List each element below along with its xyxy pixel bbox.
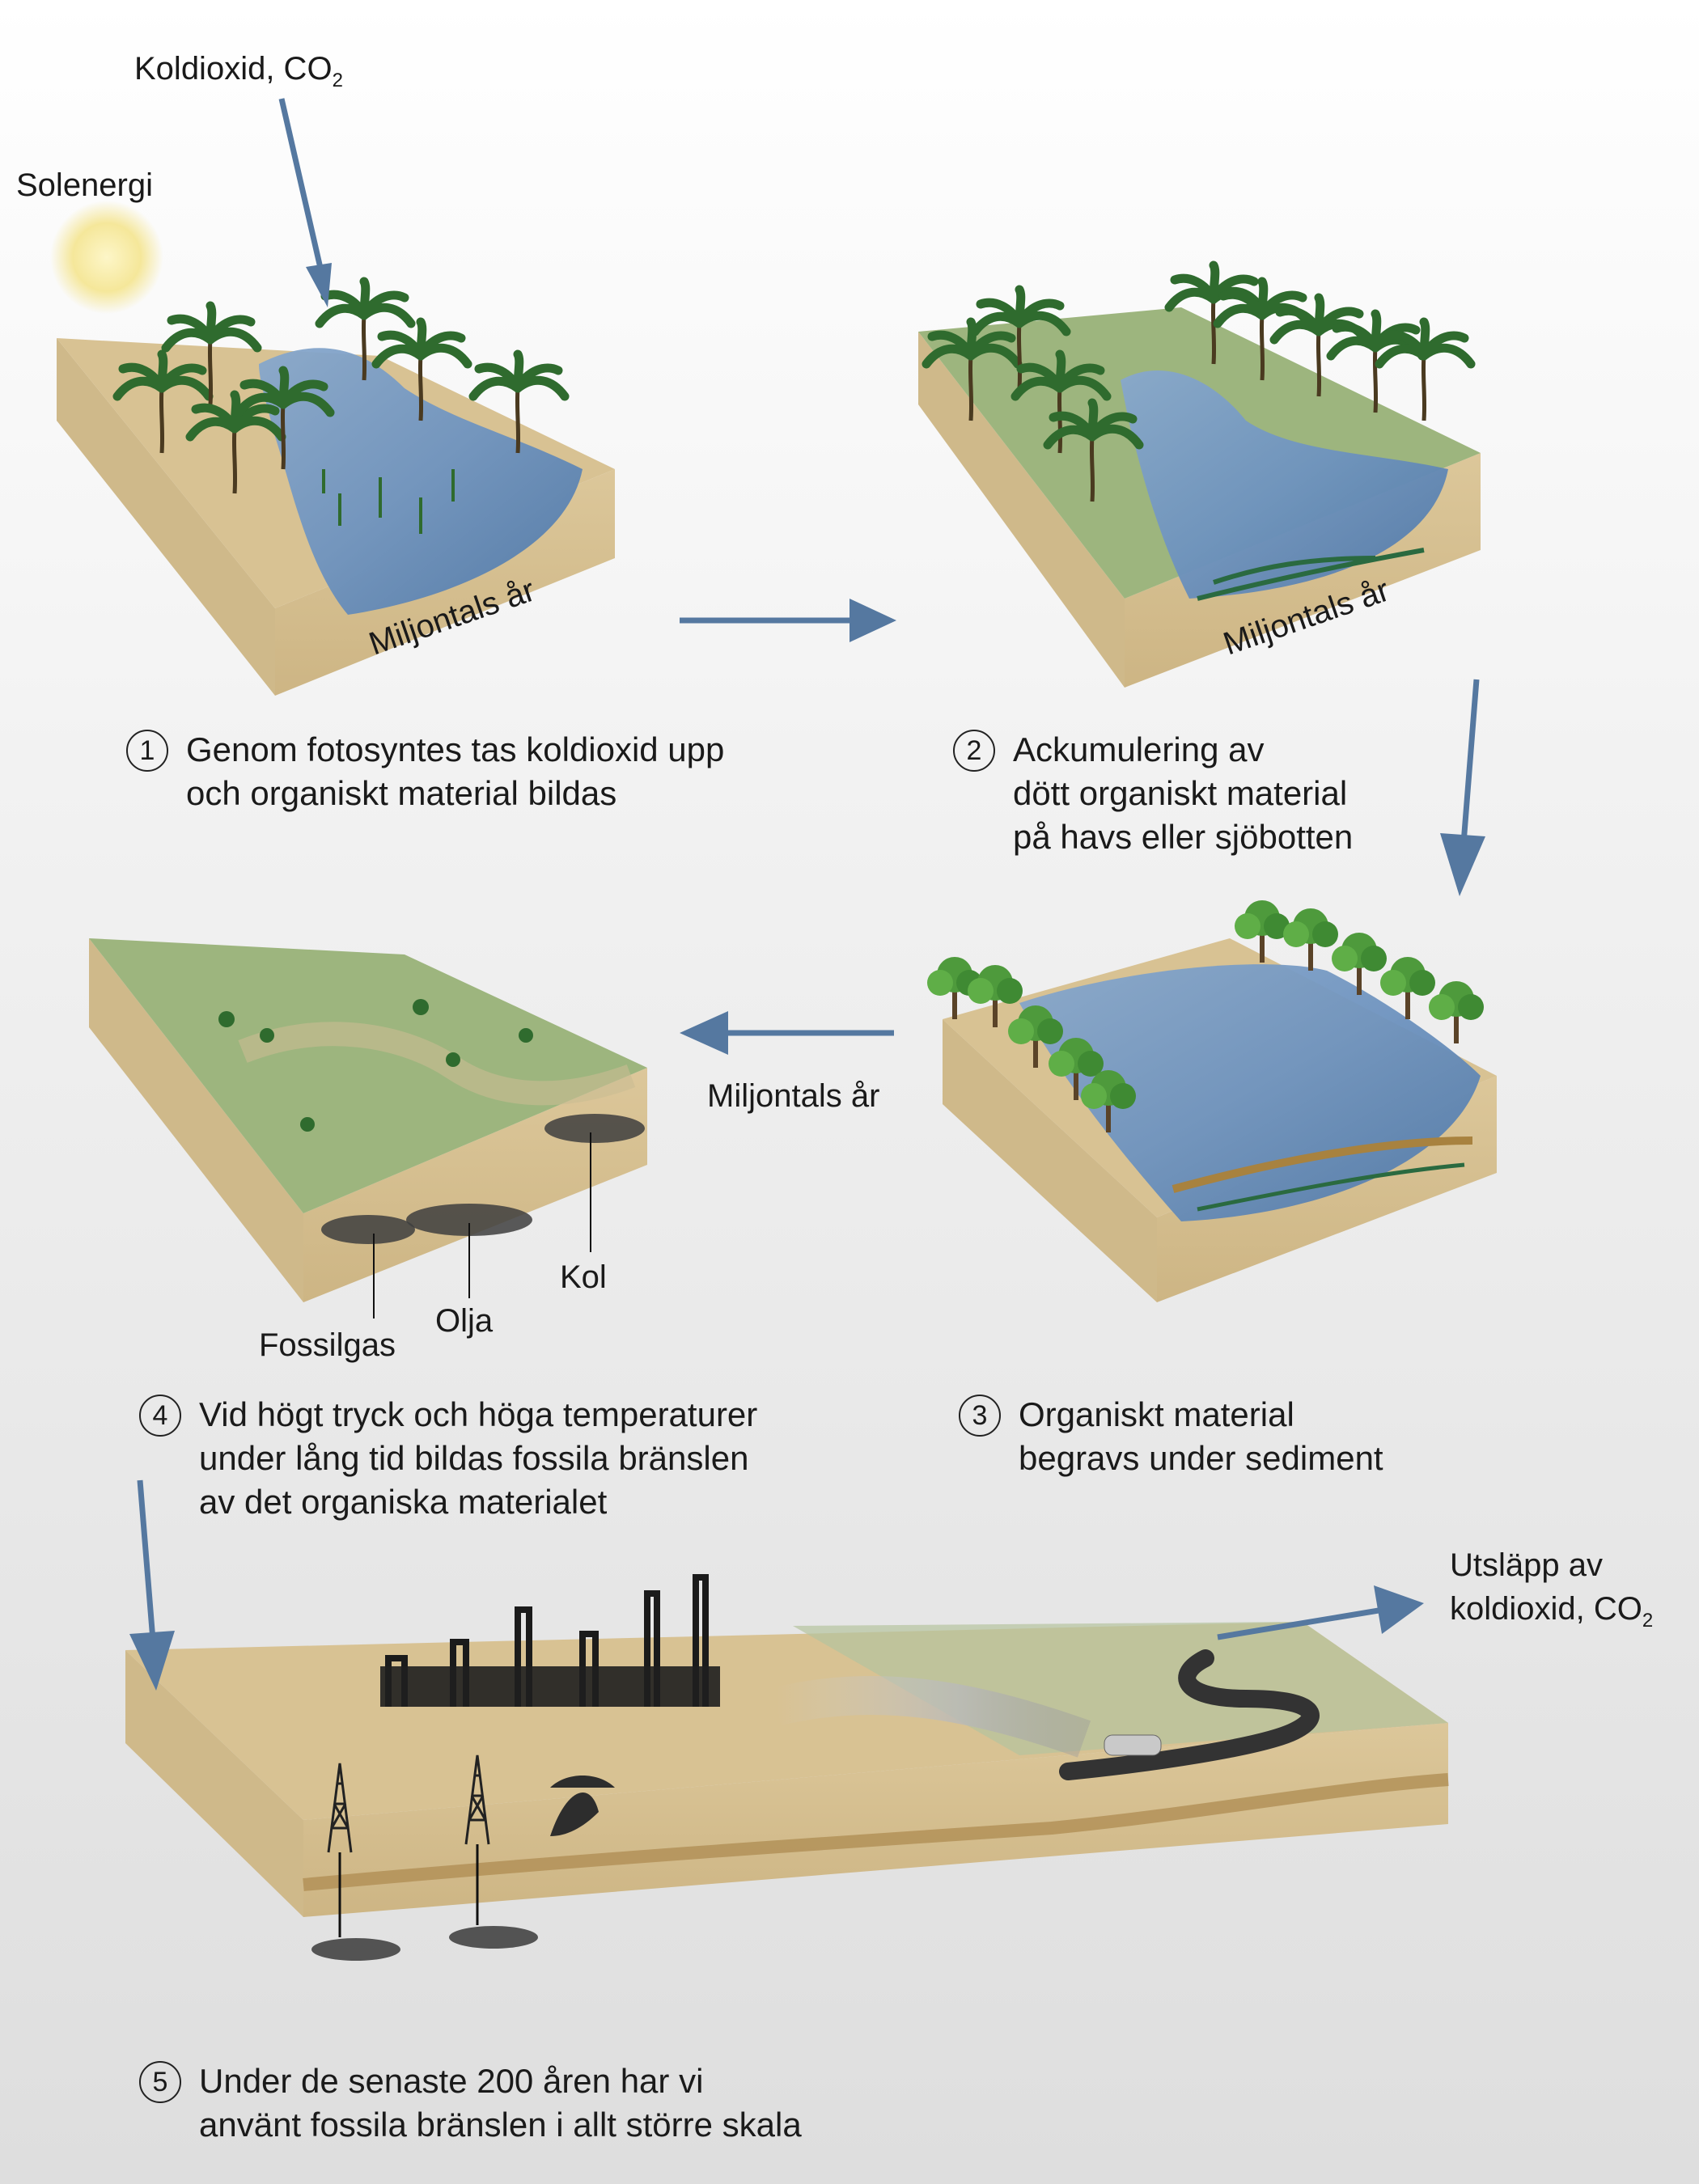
- step-number: 5: [139, 2061, 181, 2103]
- step-line: Organiskt material: [1019, 1395, 1294, 1433]
- arrow-step4-to-step5: [129, 1479, 175, 1691]
- step-number: 2: [953, 730, 995, 772]
- arrow-step1-to-step2: [680, 599, 896, 642]
- step-line: Ackumulering av: [1013, 730, 1265, 768]
- gas-deposit: [321, 1215, 415, 1244]
- block-4-illustration: [89, 938, 647, 1318]
- kol-label: Kol: [560, 1259, 607, 1295]
- block-1-illustration: [57, 281, 615, 696]
- step-2-caption: 2 Ackumulering av dött organiskt materia…: [953, 728, 1353, 859]
- step-line: av det organiska materialet: [199, 1483, 608, 1521]
- arrow-step3-to-step4: [680, 1011, 894, 1055]
- co2-in-main: Koldioxid, CO: [134, 51, 333, 87]
- step-line: Vid högt tryck och höga temperaturer: [199, 1395, 758, 1433]
- block-2-illustration: [918, 265, 1481, 688]
- arrow-co2-in: [278, 98, 332, 307]
- arrow-co2-out: [1217, 1585, 1424, 1640]
- block-3-illustration: [927, 900, 1497, 1302]
- step-number: 3: [959, 1395, 1001, 1437]
- step-number: 1: [126, 730, 168, 772]
- step-line: Under de senaste 200 åren har vi: [199, 2062, 704, 2100]
- block-5-illustration: [125, 1574, 1449, 1961]
- step-line: begravs under sediment: [1019, 1439, 1383, 1477]
- step-number: 4: [139, 1395, 181, 1437]
- oil-deposit: [406, 1204, 532, 1236]
- step-line: använt fossila bränslen i allt större sk…: [199, 2106, 802, 2144]
- co2-out-sub: 2: [1642, 1610, 1654, 1632]
- step-3-caption: 3 Organiskt material begravs under sedim…: [959, 1393, 1383, 1480]
- co2-out-line2: koldioxid, CO: [1450, 1591, 1642, 1627]
- co2-out-line1: Utsläpp av: [1450, 1547, 1603, 1583]
- fossilgas-label: Fossilgas: [259, 1327, 396, 1363]
- sun-label: Solenergi: [16, 167, 154, 203]
- co2-in-sub: 2: [332, 70, 343, 91]
- step-line: och organiskt material bildas: [186, 774, 617, 812]
- step-1-caption: 1 Genom fotosyntes tas koldioxid upp och…: [126, 728, 724, 815]
- step-line: under lång tid bildas fossila bränslen: [199, 1439, 749, 1477]
- coal-deposit: [544, 1114, 645, 1143]
- co2-in-label: Koldioxid, CO2: [134, 47, 343, 103]
- step-line: dött organiskt material: [1013, 774, 1348, 812]
- co2-out-label: Utsläpp av koldioxid, CO2: [1450, 1543, 1653, 1643]
- step-5-caption: 5 Under de senaste 200 åren har vi använ…: [139, 2059, 802, 2147]
- step-4-caption: 4 Vid högt tryck och höga temperaturer u…: [139, 1393, 757, 1524]
- arrow-step2-to-step3: [1440, 679, 1485, 896]
- between-3-4-time-label: Miljontals år: [707, 1078, 880, 1114]
- step-line: på havs eller sjöbotten: [1013, 818, 1354, 856]
- olja-label: Olja: [435, 1303, 494, 1339]
- sun-icon: [50, 201, 163, 314]
- step-line: Genom fotosyntes tas koldioxid upp: [186, 730, 725, 768]
